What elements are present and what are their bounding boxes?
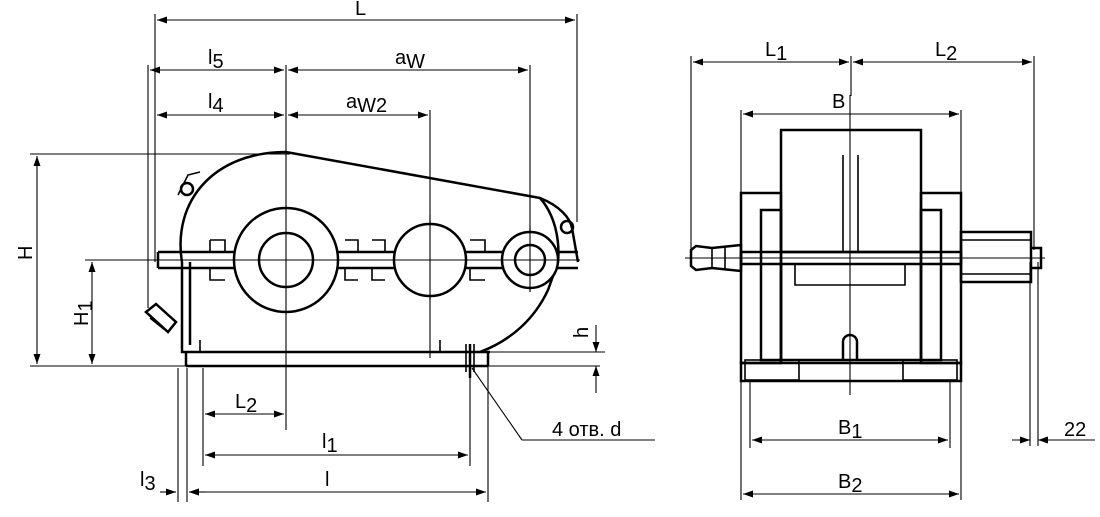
front-dimension-lines (693, 58, 1095, 498)
dimension-lines (33, 16, 600, 496)
dim-label-L2: L2 (235, 391, 257, 417)
gearbox-housing (144, 150, 580, 378)
dim-label-l5: l5 (208, 47, 224, 73)
front-view: L1 L2 B B1 B2 22 (685, 39, 1095, 500)
dim-label-H: H (15, 246, 37, 260)
dim-label-B2: B2 (838, 471, 862, 497)
dim-label-aw: aW (395, 47, 425, 73)
dim-label-l1: l1 (322, 431, 338, 457)
side-view: L l5 aW l4 aW2 H H1 h L2 l1 l3 l 4 отв. … (15, 0, 655, 502)
dim-label-B1: B1 (838, 417, 862, 443)
dim-label-l4: l4 (208, 91, 224, 117)
holes-leader (471, 367, 655, 441)
holes-label: 4 отв. d (552, 419, 621, 441)
dim-label-front-L2: L2 (935, 39, 957, 65)
dim-label-front-L1: L1 (765, 39, 787, 65)
dim-label-l: l (325, 469, 329, 491)
bearing-bosses (150, 205, 580, 315)
dim-label-h: h (571, 327, 593, 338)
front-view-labels: L1 L2 B B1 B2 22 (765, 39, 1086, 497)
dim-label-aw2: aW2 (346, 91, 387, 117)
dim-label-L: L (355, 0, 366, 20)
dim-label-H1: H1 (71, 300, 97, 326)
side-view-labels: L l5 aW l4 aW2 H H1 h L2 l1 l3 l 4 отв. … (15, 0, 621, 495)
dim-label-B: B (832, 91, 845, 113)
front-housing (689, 128, 1043, 383)
front-extension-lines (690, 56, 1039, 500)
dim-label-22: 22 (1064, 419, 1086, 441)
dim-label-l3: l3 (140, 469, 156, 495)
